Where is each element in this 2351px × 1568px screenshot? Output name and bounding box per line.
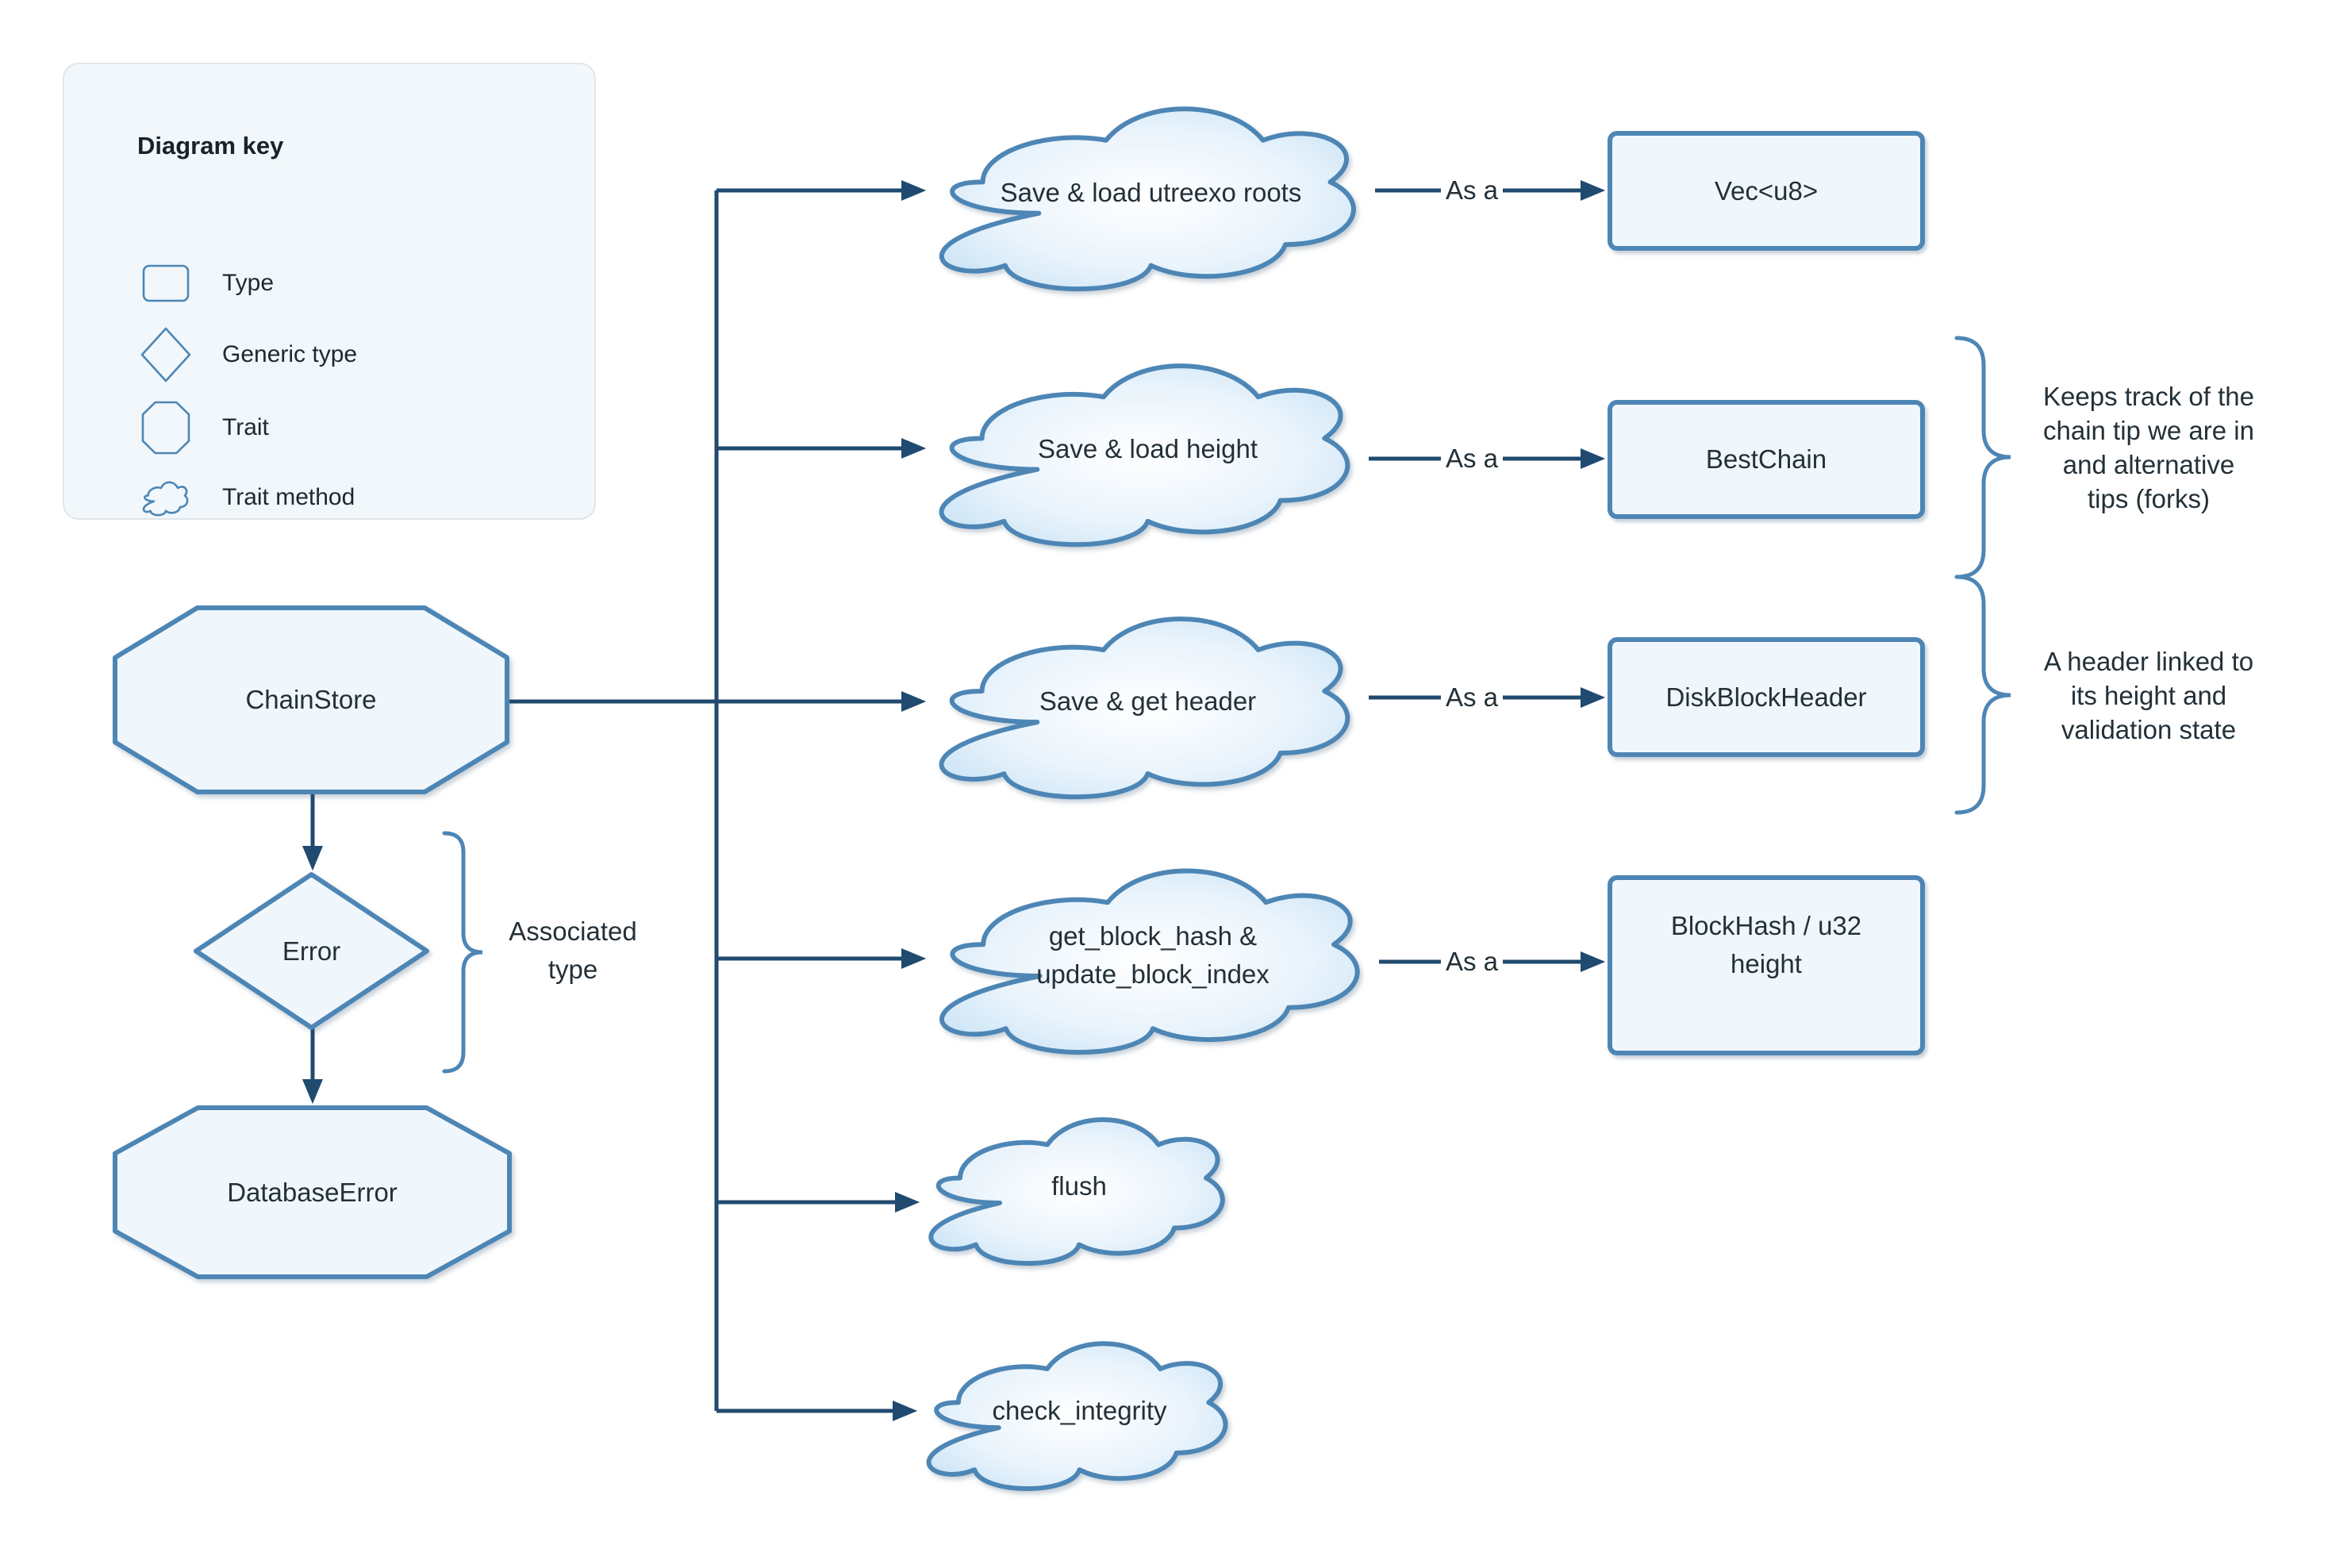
method-cloud-save-get-header: Save & get header: [927, 598, 1369, 805]
type-label: Vec<u8>: [1714, 175, 1819, 206]
error-label: Error: [282, 936, 341, 966]
annotation-bestchain: Keeps track of the chain tip we are in a…: [2043, 382, 2254, 513]
type-node-blockhash-u32-height: BlockHash / u32 height: [1608, 875, 1925, 1055]
key-item-label: Trait method: [222, 484, 355, 510]
type-node-bestchain: BestChain: [1608, 400, 1925, 519]
brace-bestchain: [1954, 336, 2011, 579]
brace-associated-type: [442, 831, 483, 1074]
diagram-key-panel: Diagram key Type Generic type Trait: [63, 63, 596, 520]
method-cloud-flush: flush: [920, 1103, 1238, 1270]
key-item-type: Type: [141, 256, 274, 311]
annotation-diskblockheader: A header linked to its height and valida…: [2043, 647, 2254, 744]
edge-label-as-a: As a: [1440, 175, 1504, 206]
brace-diskblockheader: [1954, 575, 2011, 815]
type-node-diskblockheader: DiskBlockHeader: [1608, 637, 1925, 757]
key-item-label: Type: [222, 270, 275, 296]
type-label: BestChain: [1705, 444, 1827, 474]
type-label: DiskBlockHeader: [1665, 682, 1867, 712]
databaseerror-label: DatabaseError: [227, 1177, 398, 1207]
chainstore-node: ChainStore: [115, 608, 507, 792]
method-label: flush: [1051, 1171, 1107, 1201]
key-item-trait: Trait: [141, 400, 269, 455]
method-label: Save & load utreexo roots: [1000, 177, 1302, 207]
databaseerror-node: DatabaseError: [115, 1108, 509, 1277]
key-item-label: Generic type: [222, 341, 358, 367]
octagon-icon: [141, 402, 190, 453]
method-cloud-save-load-utreexo-roots: Save & load utreexo roots: [927, 88, 1375, 297]
diagram-key-title: Diagram key: [137, 132, 284, 159]
edge-label-as-a: As a: [1440, 444, 1504, 474]
rect-icon: [141, 265, 190, 302]
key-item-trait-method: Trait method: [141, 470, 355, 525]
error-node: Error: [196, 874, 427, 1028]
edge-label-as-a: As a: [1440, 947, 1504, 977]
method-cloud-save-load-height: Save & load height: [927, 345, 1369, 552]
method-label: Save & load height: [1037, 433, 1258, 463]
method-label: check_integrity: [992, 1396, 1167, 1425]
type-node-vecu8: Vec<u8>: [1608, 131, 1925, 251]
edge-label-as-a: As a: [1440, 682, 1504, 713]
diamond-icon: [141, 329, 190, 381]
method-cloud-check-integrity: check_integrity: [918, 1327, 1241, 1495]
annotation-associated-type: Associated type: [509, 917, 637, 984]
type-label: BlockHash / u32 height: [1670, 911, 1862, 978]
key-item-label: Trait: [222, 414, 269, 440]
key-item-generic-type: Generic type: [141, 327, 357, 382]
cloud-icon: [141, 478, 190, 517]
method-label: get_block_hash & update_block_index: [1036, 920, 1270, 989]
method-label: Save & get header: [1039, 686, 1257, 716]
chainstore-label: ChainStore: [245, 685, 377, 714]
method-cloud-get-block-hash: get_block_hash & update_block_index: [927, 850, 1379, 1060]
